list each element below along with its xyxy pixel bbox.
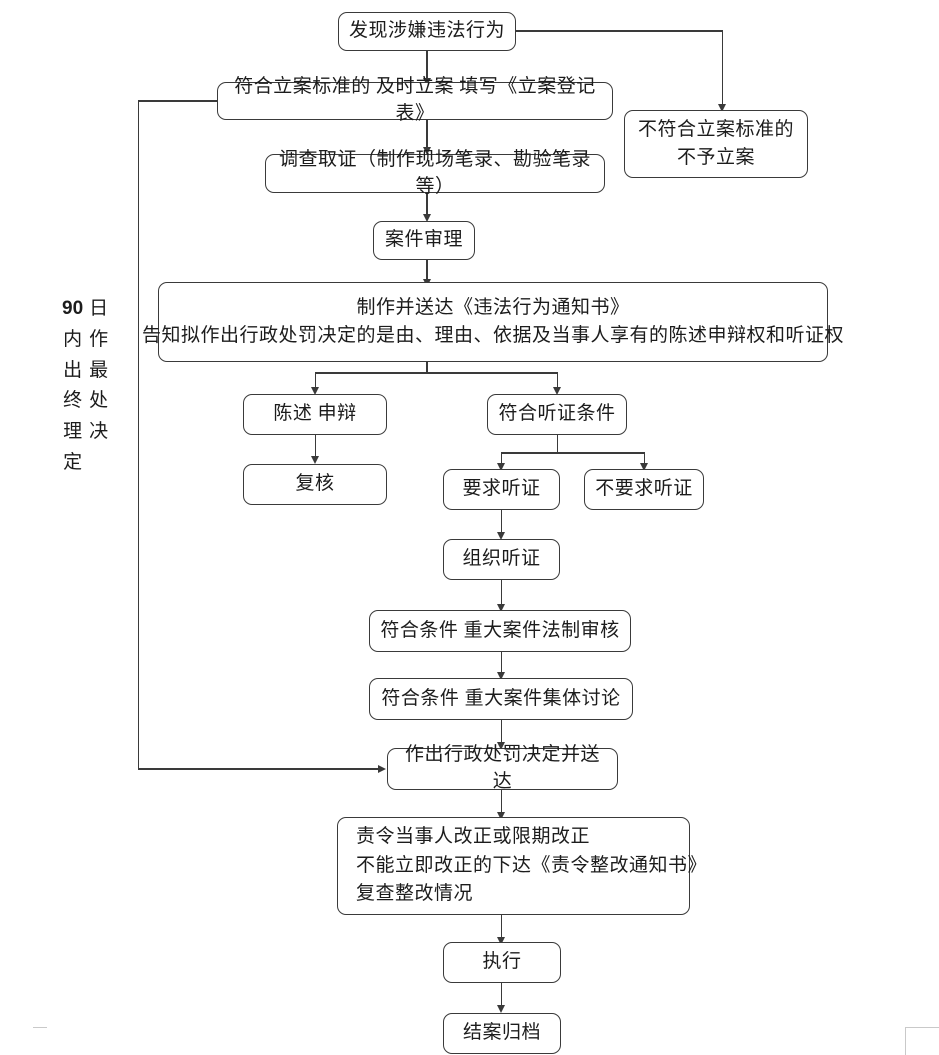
- node-recheck[interactable]: 复核: [243, 464, 387, 505]
- node-label: 案件审理: [384, 229, 463, 251]
- edge-n8-n11-vertical: [643, 452, 646, 465]
- node-label: 组织听证: [462, 548, 541, 570]
- node-label: 结案归档: [462, 1022, 541, 1044]
- node-discover-violation[interactable]: 发现涉嫌违法行为: [338, 12, 516, 51]
- node-label: 陈述 申辩: [273, 403, 357, 425]
- node-label: 调查取证（制作现场笔录、勘验笔录等）: [278, 148, 591, 197]
- node-order-correction[interactable]: 责令当事人改正或限期改正 不能立即改正的下达《责令整改通知书》 复查整改情况: [337, 817, 707, 915]
- node-label: 符合立案标准的 及时立案 填写《立案登记表》: [234, 76, 596, 124]
- node-close-and-archive[interactable]: 结案归档: [443, 1013, 561, 1054]
- side-label-char: 日: [89, 298, 109, 319]
- edge-n5-n6-vertical: [426, 260, 428, 283]
- node-label: 符合听证条件: [498, 403, 616, 425]
- node-label: 符合条件 重大案件法制审核: [380, 619, 620, 641]
- edge-n6-n7-arrow: [311, 387, 319, 395]
- node-execute[interactable]: 执行: [443, 942, 561, 983]
- edge-n17-n18-arrow: [497, 1005, 505, 1013]
- edge-n15-n16-vertical: [500, 790, 503, 816]
- node-organize-hearing[interactable]: 组织听证: [443, 539, 560, 580]
- edge-n1-n2-vertical: [721, 30, 724, 106]
- node-hearing-conditions-met[interactable]: 符合听证条件: [487, 394, 627, 435]
- node-label: 作出行政处罚决定并送达: [404, 744, 600, 792]
- edge-feedback-top-horizontal: [138, 100, 218, 102]
- node-issue-violation-notice[interactable]: 制作并送达《违法行为通知书》 告知拟作出行政处罚决定的是由、理由、依据及当事人享…: [142, 282, 844, 362]
- edge-n14-n15-vertical: [500, 720, 503, 746]
- node-label: 执行: [482, 951, 522, 973]
- edge-n10-n12-arrow: [497, 532, 505, 540]
- edge-n13-n14-arrow: [497, 672, 505, 680]
- side-label-char: 理: [63, 421, 83, 443]
- side-label-char: 90: [62, 298, 84, 319]
- edge-n7-n9-arrow: [311, 456, 319, 464]
- node-legal-review[interactable]: 符合条件 重大案件法制审核: [369, 610, 631, 652]
- edge-feedback-bottom-horizontal: [138, 768, 380, 770]
- edge-n6-split-stem: [426, 361, 428, 373]
- node-label-line: 制作并送达《违法行为通知书》: [356, 296, 630, 318]
- node-penalty-decision-service[interactable]: 作出行政处罚决定并送达: [387, 744, 618, 792]
- edge-n8-n10-arrow: [497, 463, 505, 471]
- side-label-char: 处: [89, 390, 109, 412]
- side-label-char: 定: [63, 451, 83, 473]
- edge-n4-n5-vertical: [426, 192, 428, 218]
- edge-n6-n8-vertical: [556, 372, 559, 389]
- edge-n3-n4-vertical: [426, 119, 428, 151]
- node-request-hearing[interactable]: 要求听证: [443, 469, 560, 510]
- node-no-filing[interactable]: 不符合立案标准的 不予立案: [624, 110, 808, 178]
- edge-n6-n7-vertical: [314, 372, 317, 389]
- side-label-char: 作: [89, 328, 109, 350]
- node-no-request-hearing[interactable]: 不要求听证: [584, 469, 704, 510]
- node-label-line: 不能立即改正的下达《责令整改通知书》: [356, 854, 708, 876]
- edge-n14-n15-arrow: [497, 742, 505, 750]
- edge-n8-split-bar: [501, 452, 644, 454]
- node-label: 要求听证: [462, 478, 541, 500]
- side-label-char: 最: [89, 359, 109, 381]
- edge-n16-n17-arrow: [497, 937, 505, 945]
- edge-n1-n2-arrow: [718, 104, 726, 112]
- node-label-line: 不予立案: [676, 147, 755, 168]
- side-label-column-right: 日 作 最 处 决: [89, 294, 108, 479]
- crop-mark-left: [33, 1027, 47, 1029]
- node-statement-defense[interactable]: 陈述 申辩: [243, 394, 387, 435]
- edge-n8-n11-arrow: [640, 463, 648, 471]
- node-label-line: 不符合立案标准的: [637, 118, 794, 140]
- node-file-case[interactable]: 符合立案标准的 及时立案 填写《立案登记表》: [217, 76, 613, 124]
- side-label-char: 决: [89, 421, 109, 443]
- edge-n7-n9-vertical: [314, 434, 317, 458]
- edge-n10-n12-vertical: [500, 510, 503, 534]
- edge-n8-n10-vertical: [500, 452, 503, 465]
- node-label-line: 告知拟作出行政处罚决定的是由、理由、依据及当事人享有的陈述申辩权和听证权: [142, 325, 845, 346]
- side-label-char: 出: [63, 359, 83, 381]
- edge-feedback-vertical: [137, 100, 140, 769]
- edge-n6-n8-arrow: [553, 387, 561, 395]
- edge-n8-split-stem: [556, 434, 559, 452]
- edge-n13-n14-vertical: [500, 652, 503, 676]
- node-label: 不要求听证: [595, 478, 693, 500]
- edge-n16-n17-vertical: [500, 915, 503, 941]
- node-label-line: 责令当事人改正或限期改正: [356, 826, 591, 848]
- side-label-column-left: 90 内 出 终 理 定: [62, 294, 83, 479]
- side-label-char: 终: [63, 390, 83, 412]
- edge-n1-n2-horizontal: [516, 30, 723, 32]
- node-collective-discussion[interactable]: 符合条件 重大案件集体讨论: [369, 678, 633, 720]
- side-label-90-days: 90 内 出 终 理 定 日 作 最 处 决: [62, 294, 108, 479]
- crop-mark-right-corner: [905, 1027, 939, 1055]
- edge-n3-n4-arrow: [423, 147, 431, 155]
- node-label: 发现涉嫌违法行为: [348, 20, 505, 42]
- edge-n4-n5-arrow: [423, 214, 431, 222]
- node-case-review[interactable]: 案件审理: [373, 221, 475, 260]
- edge-n6-split-bar: [315, 372, 558, 374]
- node-investigate-evidence[interactable]: 调查取证（制作现场笔录、勘验笔录等）: [265, 149, 605, 197]
- side-label-char: 内: [63, 328, 83, 350]
- node-label: 符合条件 重大案件集体讨论: [381, 687, 621, 709]
- edge-n15-n16-arrow: [497, 812, 505, 820]
- edge-n12-n13-vertical: [500, 580, 503, 608]
- edge-n12-n13-arrow: [497, 604, 505, 612]
- edge-n17-n18-vertical: [500, 983, 503, 1009]
- edge-feedback-arrow: [378, 764, 386, 773]
- node-label-line: 复查整改情况: [356, 883, 474, 905]
- edge-n1-n3-vertical: [426, 50, 428, 82]
- node-label: 复核: [295, 473, 335, 495]
